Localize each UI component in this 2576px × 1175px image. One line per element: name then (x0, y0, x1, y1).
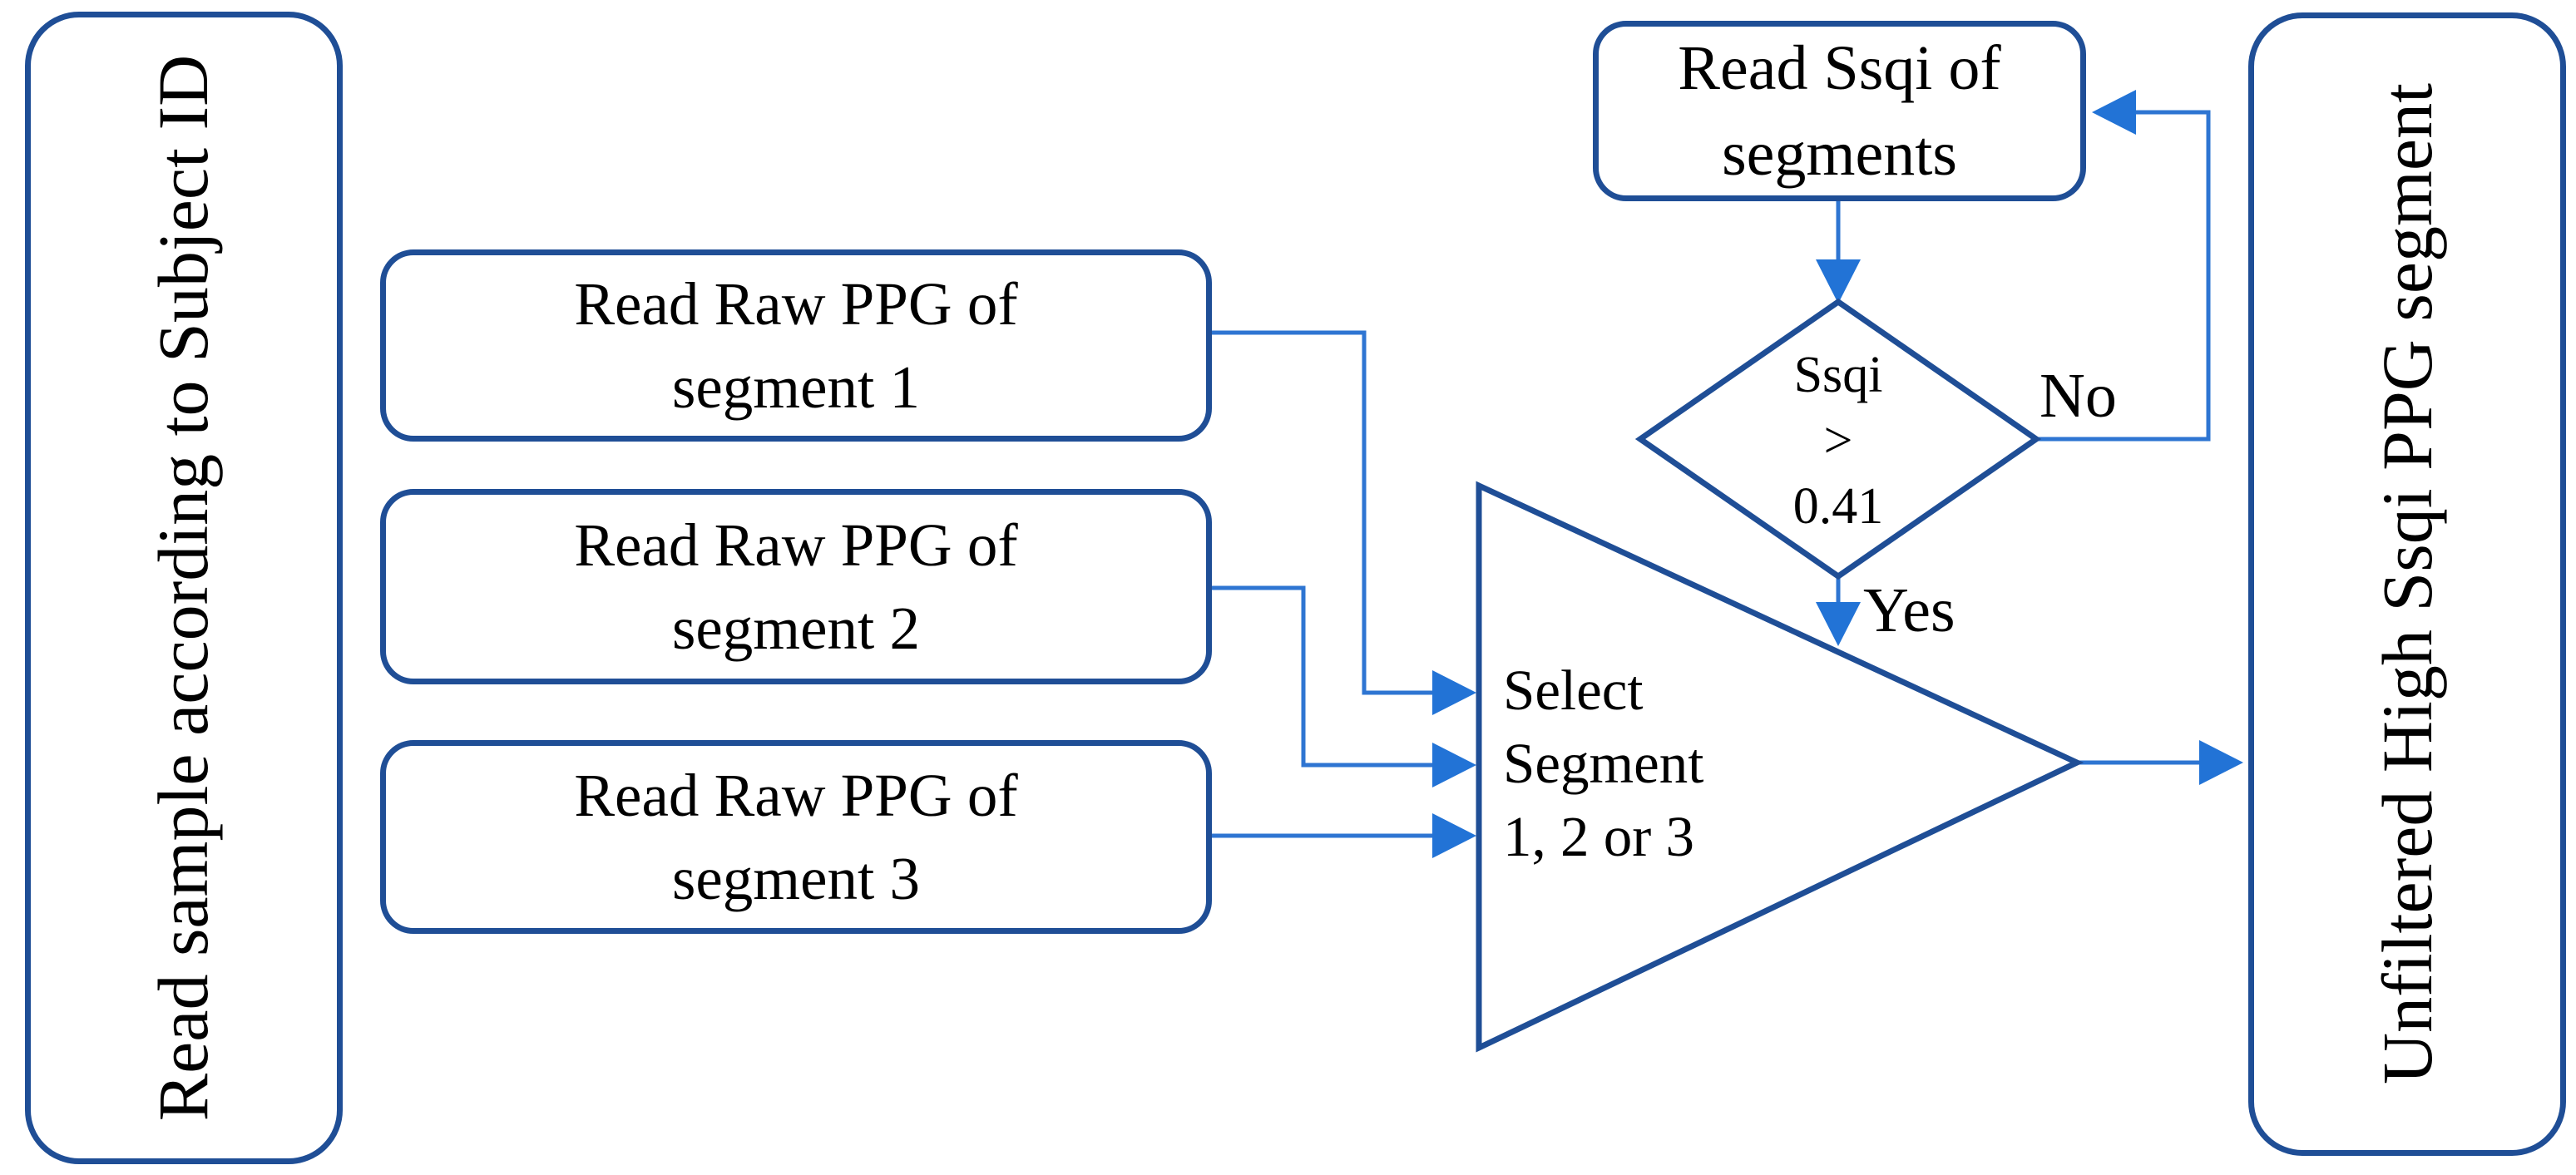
edge-label-yes: Yes (1863, 575, 1955, 645)
node-read-sample-label: Read sample according to Subject ID (143, 54, 223, 1122)
decision-diamond (1634, 298, 2042, 580)
arrowhead-icon (1432, 813, 1476, 858)
arrowhead-icon (1816, 259, 1861, 304)
connector-decision-no-loop (2036, 110, 2211, 442)
node-read-ssqi: Read Ssqi of segments (1593, 21, 2086, 201)
node-label-line: segment 3 (671, 844, 921, 912)
node-output-segment-label: Unfiltered High Ssqi PPG segment (2367, 83, 2447, 1084)
node-label-line: Read Ssqi of (1678, 32, 2001, 103)
edge-label-no: No (2040, 361, 2117, 431)
connector-segment2-to-selector (1212, 585, 1432, 768)
arrowhead-icon (1432, 743, 1476, 787)
decision-label: Ssqi > 0.41 (1713, 343, 1963, 540)
node-read-raw-ppg-segment1: Read Raw PPG of segment 1 (380, 249, 1212, 442)
connector-segment1-to-selector (1212, 330, 1432, 695)
decision-label-line: > (1823, 412, 1853, 469)
selector-label-line: 1, 2 or 3 (1503, 805, 1694, 868)
node-label-line: segments (1722, 118, 1957, 189)
arrowhead-icon (1816, 602, 1861, 646)
selector-label: Select Segment 1, 2 or 3 (1503, 654, 2035, 873)
arrowhead-icon (2092, 90, 2136, 135)
node-label-line: Read Raw PPG of (574, 511, 1018, 579)
decision-label-line: 0.41 (1792, 478, 1884, 535)
node-read-raw-ppg-segment3: Read Raw PPG of segment 3 (380, 740, 1212, 934)
node-read-sample (25, 12, 343, 1164)
node-label-line: Read Raw PPG of (574, 269, 1018, 338)
selector-label-line: Segment (1503, 732, 1704, 795)
node-label-line: segment 2 (671, 594, 921, 662)
arrowhead-icon (1432, 670, 1476, 715)
node-label-line: Read Raw PPG of (574, 761, 1018, 829)
node-output-segment (2248, 12, 2566, 1156)
selector-triangle (1476, 481, 2084, 1053)
node-label-line: segment 1 (671, 353, 921, 421)
node-read-raw-ppg-segment2: Read Raw PPG of segment 2 (380, 489, 1212, 684)
selector-label-line: Select (1503, 659, 1644, 722)
decision-label-line: Ssqi (1793, 347, 1883, 403)
arrowhead-icon (2199, 740, 2243, 785)
